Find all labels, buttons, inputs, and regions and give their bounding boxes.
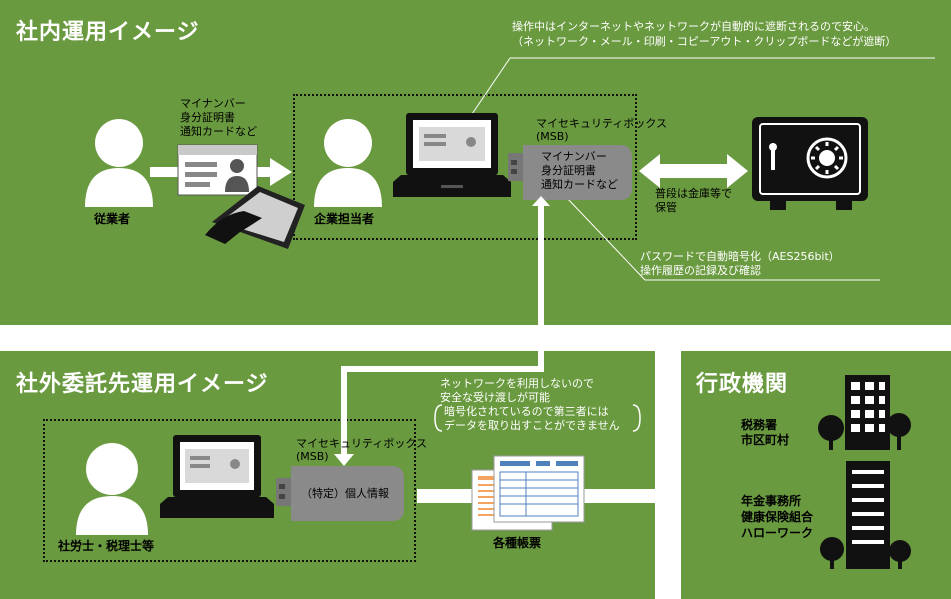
id-card-icon [177, 144, 258, 196]
network-note-line1: 操作中はインターネットやネットワークが自動的に遮断されるので安心。 [512, 20, 875, 33]
msb-title-bottom-1: マイセキュリティボックス [296, 437, 428, 450]
encrypt-leader-line [566, 197, 880, 281]
internal-title: 社内運用イメージ [16, 20, 200, 45]
office-building-icon [818, 375, 911, 450]
forms-label: 各種帳票 [493, 536, 542, 550]
net-note-2: 安全な受け渡しが可能 [440, 391, 550, 404]
outsource-title: 社外委託先運用イメージ [16, 372, 269, 397]
safe-icon [752, 117, 868, 210]
safe-label-2: 保管 [655, 201, 677, 214]
laptop-icon [393, 113, 511, 197]
double-arrow-icon [639, 154, 748, 188]
encrypt-note-2: 操作履歴の記録及び確認 [640, 264, 761, 277]
manager-dotted-box [293, 94, 637, 240]
safe-label-1: 普段は金庫等で [655, 187, 732, 200]
card-label-3: 通知カードなど [180, 125, 257, 138]
manager-person-icon [314, 119, 382, 207]
outsource-dotted-box [43, 419, 416, 562]
network-note-line2: （ネットワーク・メール・印刷・コピーアウト・クリップボードなどが遮断） [512, 35, 897, 48]
usb-transfer-arrow [334, 196, 550, 466]
laptop-icon-2 [160, 435, 274, 518]
gov-title: 行政機関 [696, 372, 789, 397]
forms-document-icon [471, 455, 585, 531]
usb-text-2: 身分証明書 [541, 164, 596, 177]
usb-drive-icon-2 [276, 466, 404, 521]
outsource-person-icon [76, 443, 148, 535]
note-bracket [434, 404, 641, 432]
gov-office-1: 税務署 [741, 418, 778, 432]
net-note-4: データを取り出すことができません [444, 419, 620, 432]
tower-building-icon [820, 461, 911, 569]
manager-label: 企業担当者 [314, 212, 375, 226]
net-note-3: 暗号化されているので第三者には [444, 405, 609, 418]
gov-office-3: 年金事務所 [741, 494, 802, 508]
msb-title-bottom-2: (MSB) [296, 450, 329, 463]
gov-office-5: ハローワーク [741, 526, 814, 540]
employee-person-icon [85, 119, 153, 207]
msb-title-1: マイセキュリティボックス [536, 117, 668, 130]
outsource-person-label: 社労士・税理士等 [58, 539, 155, 553]
card-label-1: マイナンバー [180, 97, 246, 110]
net-note-1: ネットワークを利用しないので [440, 377, 594, 390]
usb-text-3: 通知カードなど [541, 178, 618, 191]
employee-label: 従業者 [94, 212, 131, 226]
note-leader-line [467, 57, 935, 121]
usb-text-bottom: （特定）個人情報 [301, 487, 389, 500]
msb-title-2: (MSB) [536, 130, 569, 143]
gov-office-2: 市区町村 [741, 433, 790, 447]
gov-office-4: 健康保険組合 [741, 510, 814, 524]
usb-text-1: マイナンバー [541, 150, 607, 163]
card-label-2: 身分証明書 [180, 111, 235, 124]
encrypt-note-1: パスワードで自動暗号化（AES256bit） [640, 250, 840, 263]
tablet-icon [205, 186, 305, 249]
usb-drive-icon [508, 145, 632, 200]
